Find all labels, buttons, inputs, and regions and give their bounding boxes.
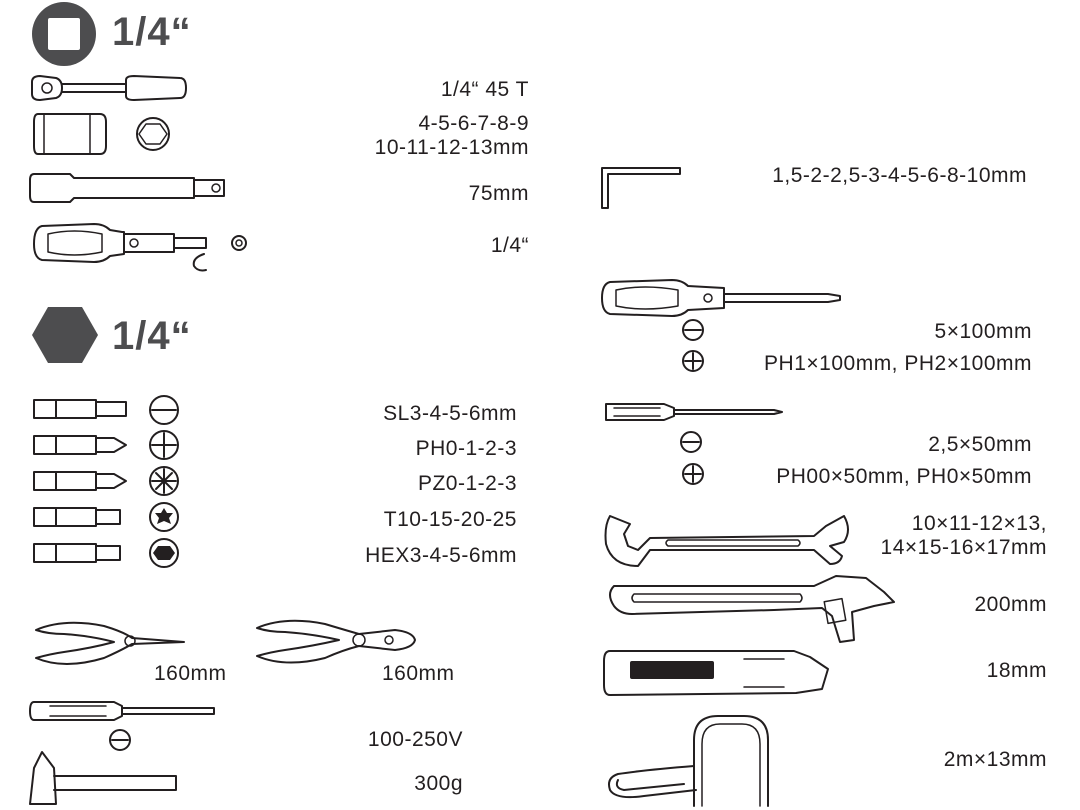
ratchet-icon bbox=[31, 75, 187, 101]
precision-ph-label: PH00×50mm, PH0×50mm bbox=[776, 465, 1032, 488]
extension-label: 75mm bbox=[468, 182, 529, 205]
needle-pliers-label: 160mm bbox=[154, 662, 227, 685]
combination-pliers-icon bbox=[256, 619, 416, 664]
square-drive-icon bbox=[32, 2, 96, 66]
phillips-small-icon bbox=[682, 463, 704, 485]
bit-handle-label: 1/4“ bbox=[490, 234, 529, 257]
ratchet-label: 1/4“ 45 T bbox=[440, 78, 529, 101]
adjustable-wrench-icon bbox=[609, 575, 895, 643]
wrench-label-line2: 14×15-16×17mm bbox=[880, 536, 1047, 559]
wrench-label-line1: 10×11-12×13, bbox=[911, 512, 1047, 535]
screwdriver-icon bbox=[601, 279, 841, 341]
voltage-tester-icon bbox=[29, 701, 215, 751]
tape-measure-icon bbox=[608, 715, 769, 807]
tape-measure-label: 2m×13mm bbox=[943, 748, 1047, 771]
bit-ph-label: PH0-1-2-3 bbox=[415, 437, 517, 460]
bit-hex-label: HEX3-4-5-6mm bbox=[365, 544, 517, 567]
extension-bar-icon bbox=[29, 173, 225, 203]
bit-sl-label: SL3-4-5-6mm bbox=[383, 402, 517, 425]
bit-pz-label: PZ0-1-2-3 bbox=[417, 472, 517, 495]
section-title-hex: 1/4“ bbox=[112, 314, 192, 358]
hammer-label: 300g bbox=[414, 772, 463, 795]
phillips-icon bbox=[682, 350, 704, 372]
hex-shank-badge bbox=[32, 305, 98, 365]
section-title-square: 1/4“ bbox=[112, 10, 192, 54]
square-drive-badge bbox=[32, 2, 96, 66]
bit-set-icon bbox=[33, 395, 179, 568]
hammer-icon bbox=[29, 751, 177, 805]
socket-icon bbox=[33, 113, 170, 155]
combination-pliers-label: 160mm bbox=[382, 662, 455, 685]
hex-keys-label: 1,5-2-2,5-3-4-5-6-8-10mm bbox=[772, 164, 1027, 187]
bit-torx-label: T10-15-20-25 bbox=[383, 508, 517, 531]
sockets-label-line1: 4-5-6-7-8-9 bbox=[418, 112, 529, 135]
screwdriver-sl-label: 5×100mm bbox=[934, 320, 1032, 343]
bit-screwdriver-icon bbox=[33, 223, 247, 272]
utility-knife-icon bbox=[603, 650, 829, 696]
open-end-wrench-icon bbox=[604, 515, 849, 567]
screwdriver-ph-label: PH1×100mm, PH2×100mm bbox=[764, 352, 1032, 375]
voltage-tester-label: 100-250V bbox=[367, 728, 463, 751]
sockets-label-line2: 10-11-12-13mm bbox=[374, 136, 529, 159]
precision-sl-label: 2,5×50mm bbox=[928, 433, 1032, 456]
adjustable-wrench-label: 200mm bbox=[974, 593, 1047, 616]
precision-screwdriver-icon bbox=[605, 403, 783, 453]
hex-key-icon bbox=[601, 167, 681, 209]
needle-nose-pliers-icon bbox=[35, 621, 185, 665]
hexagon-icon bbox=[32, 307, 98, 363]
utility-knife-label: 18mm bbox=[986, 659, 1047, 682]
